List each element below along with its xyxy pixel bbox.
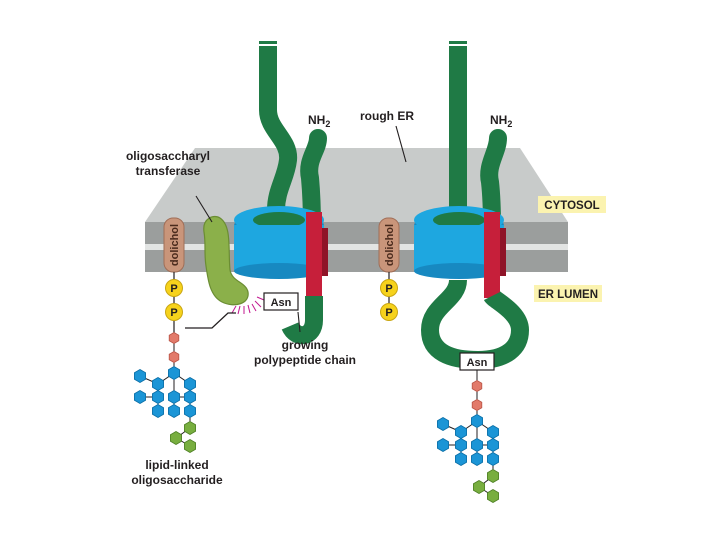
transfer-pointer xyxy=(185,312,236,329)
oligosaccharide-left xyxy=(139,330,191,447)
text-labels: oligosaccharyl transferase rough ER NH2 … xyxy=(126,109,606,487)
glucose-right xyxy=(486,489,500,503)
growing-label-line1: growing xyxy=(282,338,329,352)
mannose-right xyxy=(486,438,500,452)
signal-sequence-right xyxy=(484,212,506,298)
leader-lines xyxy=(195,125,407,333)
asn-label-left: Asn xyxy=(263,292,299,311)
mannose-right xyxy=(454,452,468,466)
asn-label-right: Asn xyxy=(459,352,495,371)
mannose-left xyxy=(151,404,165,418)
active-site-marks xyxy=(231,296,265,315)
mannose-right xyxy=(436,438,450,452)
glucose-right xyxy=(472,480,486,494)
glucose-left xyxy=(169,431,183,445)
mannose-right xyxy=(486,425,500,439)
er-lumen-highlight xyxy=(534,285,602,302)
polypeptide-right-lumen xyxy=(421,278,529,369)
mannose-left xyxy=(183,390,197,404)
dolichol-right: dolichol xyxy=(378,217,400,273)
glcnac-right-1 xyxy=(471,380,483,392)
mannose-right xyxy=(470,452,484,466)
glcnac-left-2 xyxy=(168,351,180,363)
oligosaccharide-right xyxy=(442,370,494,497)
phosphate-text: P xyxy=(170,307,177,319)
mannose-right xyxy=(470,438,484,452)
mannose-left xyxy=(133,369,147,383)
nh2-label-left: NH2 xyxy=(308,113,330,129)
leader-oligosaccharyl xyxy=(195,195,213,223)
phosphate-left-2: P xyxy=(165,303,183,321)
phosphate-text: P xyxy=(385,283,392,295)
lipid-linked-label-line2: oligosaccharide xyxy=(131,473,223,487)
mannose-left xyxy=(133,390,147,404)
phosphate-text: P xyxy=(385,307,392,319)
cytosol-label: CYTOSOL xyxy=(544,200,599,212)
glcnac-right-2 xyxy=(471,399,483,411)
leader-growing xyxy=(297,311,301,333)
asn-text-left: Asn xyxy=(271,297,292,309)
glcnac-left-1 xyxy=(168,332,180,344)
chain-break-marks-left xyxy=(258,39,278,46)
mannose-right xyxy=(470,414,484,428)
nh2-label-right: NH2 xyxy=(490,113,512,129)
membrane-gap xyxy=(145,244,568,250)
chain-break-marks-right xyxy=(448,39,468,46)
lipid-linked-label-line1: lipid-linked xyxy=(145,458,208,472)
mannose-left xyxy=(183,377,197,391)
phosphate-right-1: P xyxy=(380,279,398,297)
mannose-left xyxy=(167,366,181,380)
glucose-right xyxy=(486,469,500,483)
mannose-left xyxy=(183,404,197,418)
mannose-right xyxy=(454,425,468,439)
er-lumen-label: ER LUMEN xyxy=(538,289,598,301)
glucose-left xyxy=(183,439,197,453)
oligosaccharyl-label-line2: transferase xyxy=(136,164,201,178)
growing-label-line2: polypeptide chain xyxy=(254,353,356,367)
mannose-left xyxy=(151,377,165,391)
glucose-left xyxy=(183,421,197,435)
mannose-left xyxy=(167,390,181,404)
polypeptide-left-lumen xyxy=(281,296,323,344)
oligosaccharyl-transferase xyxy=(203,215,249,306)
phosphate-text: P xyxy=(170,283,177,295)
rough-er-label: rough ER xyxy=(360,109,414,123)
mannose-right xyxy=(486,452,500,466)
oligosaccharyl-label-line1: oligosaccharyl xyxy=(126,149,210,163)
signal-sequence-left xyxy=(306,212,328,298)
mannose-left xyxy=(151,390,165,404)
asn-text-right: Asn xyxy=(467,357,488,369)
mannose-right xyxy=(454,438,468,452)
mannose-right xyxy=(436,417,450,431)
phosphate-left-1: P xyxy=(165,279,183,297)
phosphate-right-2: P xyxy=(380,303,398,321)
polypeptide-left-incoming xyxy=(259,40,298,228)
dolichol-left: dolichol xyxy=(163,217,185,273)
dolichol-text-left: dolichol xyxy=(169,224,181,266)
dolichol-text-right: dolichol xyxy=(384,224,396,266)
cytosol-highlight xyxy=(538,196,606,213)
leader-rough-er xyxy=(395,125,407,163)
mannose-left xyxy=(167,404,181,418)
